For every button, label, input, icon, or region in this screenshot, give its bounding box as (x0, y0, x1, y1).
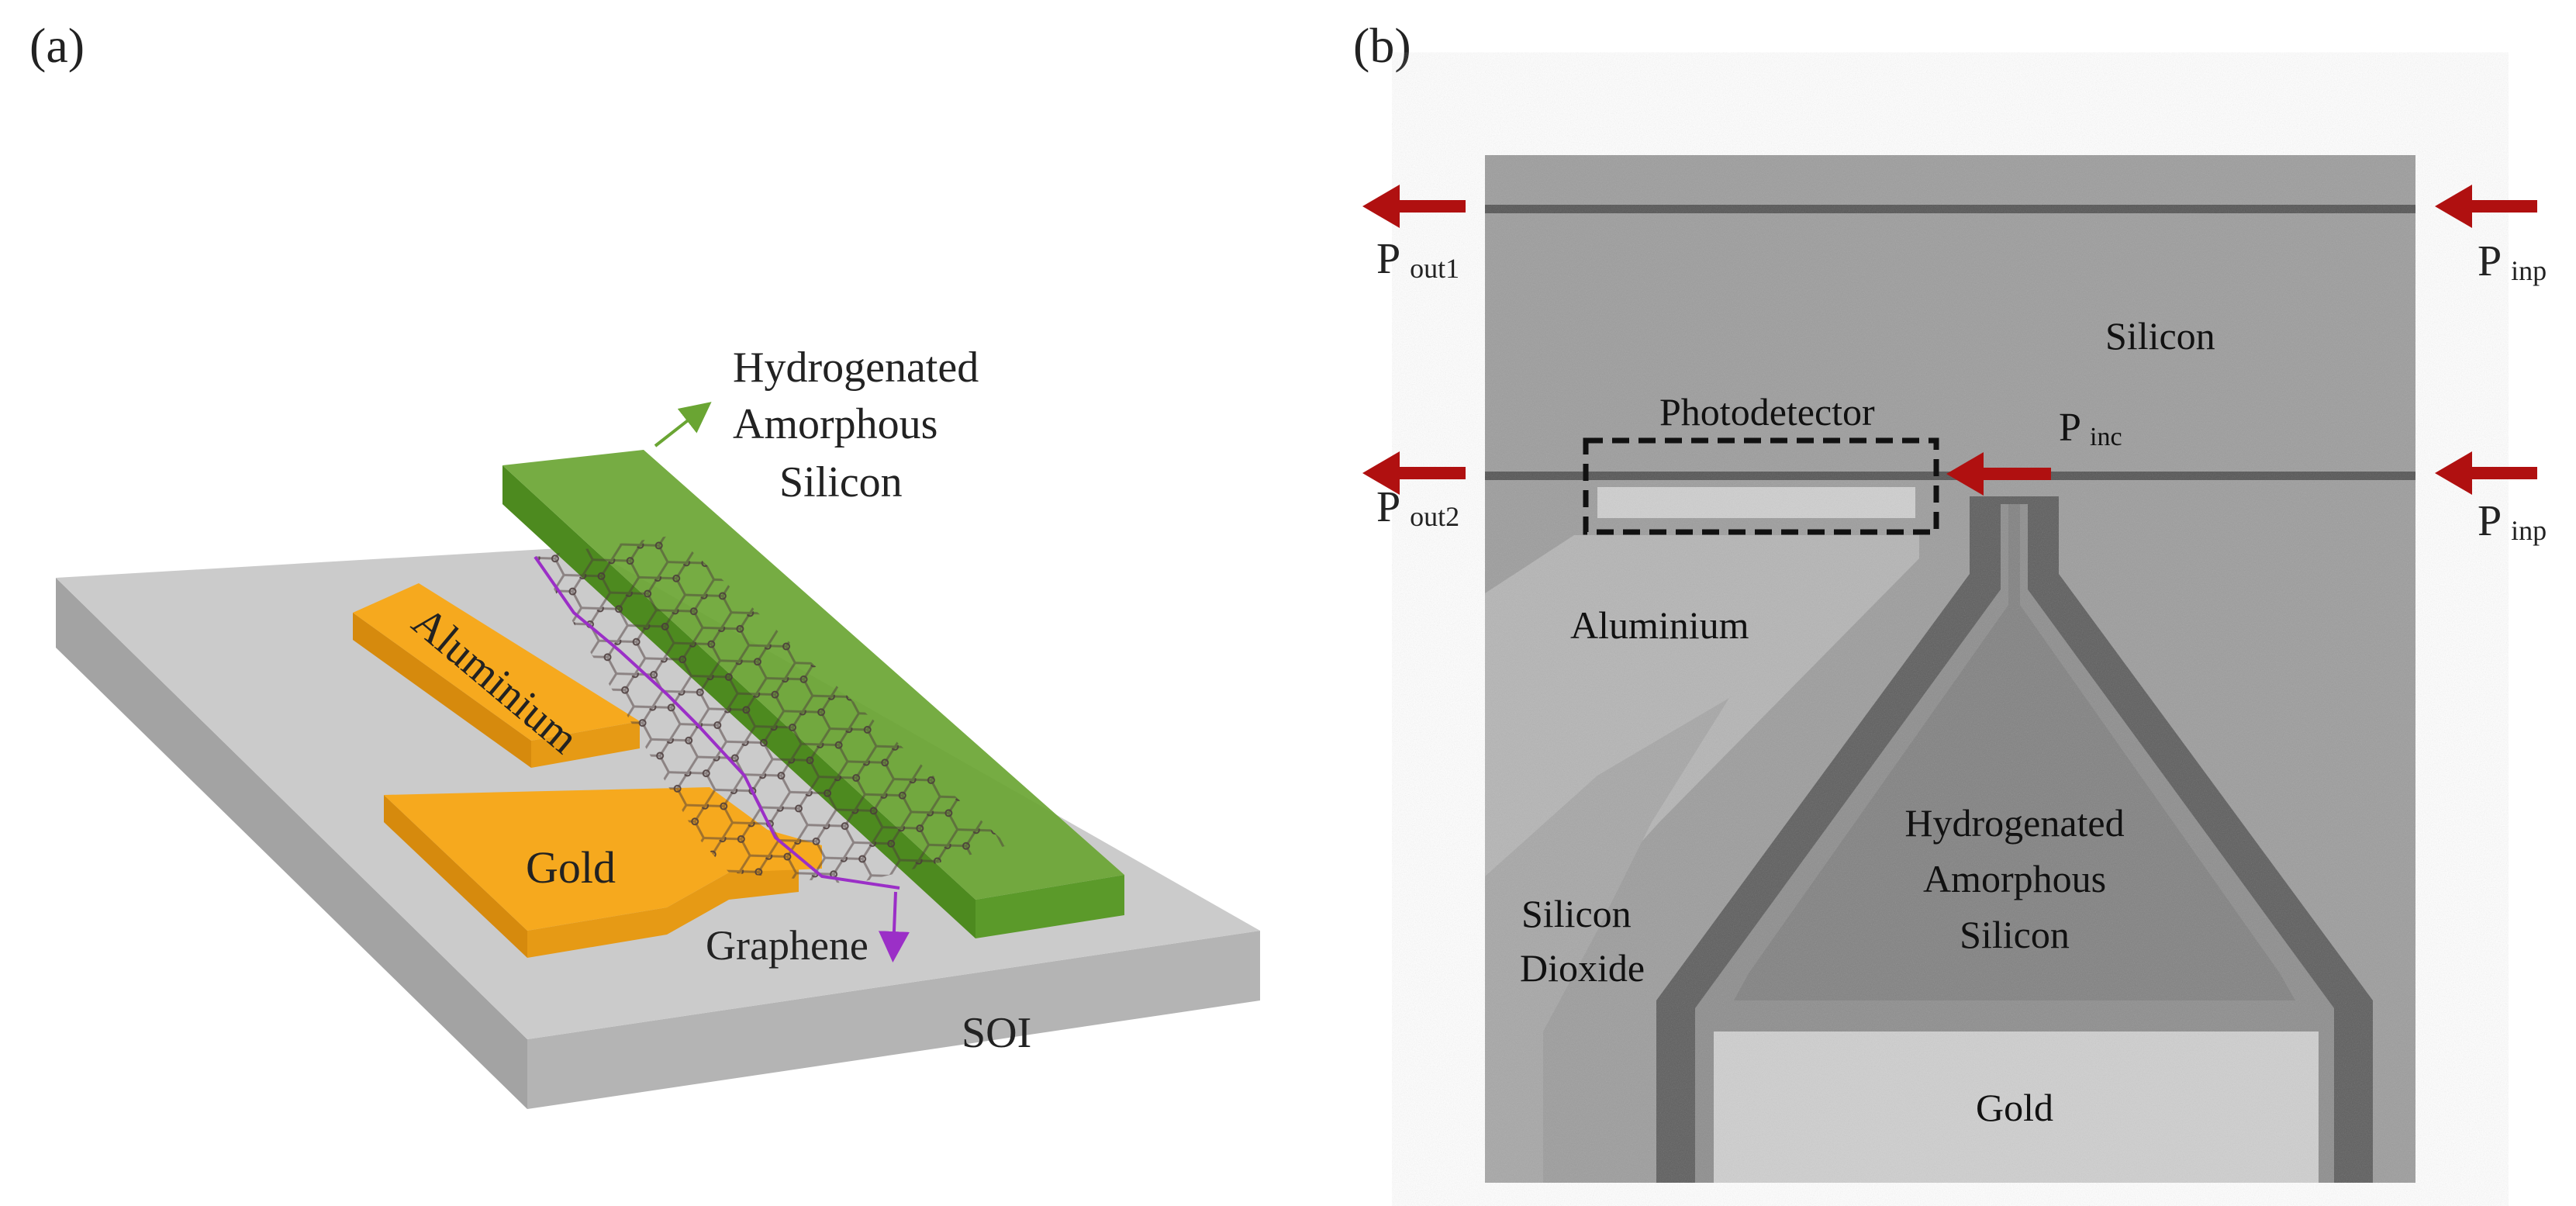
panel-a: (a) Aluminium Gold (29, 18, 1260, 1109)
label-silicon-b: Silicon (2105, 314, 2215, 358)
label-pinp2-main: P (2478, 497, 2500, 545)
label-pinp1: P inp (2478, 237, 2547, 286)
label-aluminium-b: Aluminium (1570, 603, 1749, 647)
substrate-side-front (527, 931, 1260, 1109)
label-pinc-main: P (2059, 406, 2080, 450)
panel-a-tag: (a) (29, 18, 85, 73)
label-pinp2: P inp (2478, 497, 2547, 546)
label-pout1-main: P (1376, 235, 1399, 283)
label-pinc: P inc (2059, 406, 2122, 451)
panel-b: (b) Silicon Photodetector (1353, 18, 2547, 1183)
red-arrows (1362, 185, 2537, 496)
label-silicon-asi-b: Silicon (1960, 913, 2070, 956)
arrow-pinc (1946, 452, 2051, 496)
label-pinp1-main: P (2478, 237, 2500, 285)
label-hydrogenated-b: Hydrogenated (1904, 801, 2124, 845)
label-pout2: P out2 (1376, 483, 1459, 532)
arrow-pout1 (1362, 185, 1466, 228)
label-silicon-dioxide-2: Dioxide (1520, 946, 1645, 990)
label-photodetector: Photodetector (1659, 390, 1875, 434)
substrate-side-left (56, 578, 527, 1109)
label-gold-a: Gold (526, 842, 616, 893)
label-silicon-a: Silicon (779, 458, 903, 506)
graphene-edge (534, 555, 900, 890)
label-pout1: P out1 (1376, 235, 1459, 284)
label-amorphous-a: Amorphous (733, 400, 938, 448)
arrow-pout2 (1362, 451, 1466, 495)
label-gold-b: Gold (1976, 1086, 2053, 1129)
arrow-pinp2 (2435, 451, 2537, 495)
label-silicon-dioxide-1: Silicon (1521, 892, 1632, 935)
asi-arrow (654, 402, 712, 447)
sem-image: Silicon Photodetector Aluminium Hydrogen… (1485, 155, 2415, 1183)
label-pout1-sub: out1 (1410, 253, 1459, 284)
sem-noise (1485, 155, 2415, 1183)
label-hydrogenated-a: Hydrogenated (733, 344, 979, 392)
label-pout2-main: P (1376, 483, 1399, 531)
label-pinc-sub: inc (2090, 423, 2122, 451)
graphene-sheet (535, 535, 1008, 884)
graphene-arrow (878, 891, 910, 962)
aluminium-pad (353, 583, 640, 768)
label-pinp1-sub: inp (2511, 255, 2547, 286)
arrow-pinp1 (2435, 185, 2537, 228)
label-pinp2-sub: inp (2511, 515, 2547, 546)
label-soi: SOI (962, 1009, 1031, 1057)
photodetector-box (1583, 437, 1939, 535)
label-amorphous-b: Amorphous (1923, 857, 2106, 900)
panel-b-tag: (b) (1353, 18, 1411, 73)
label-graphene-a: Graphene (706, 922, 868, 969)
label-pout2-sub: out2 (1410, 501, 1459, 532)
